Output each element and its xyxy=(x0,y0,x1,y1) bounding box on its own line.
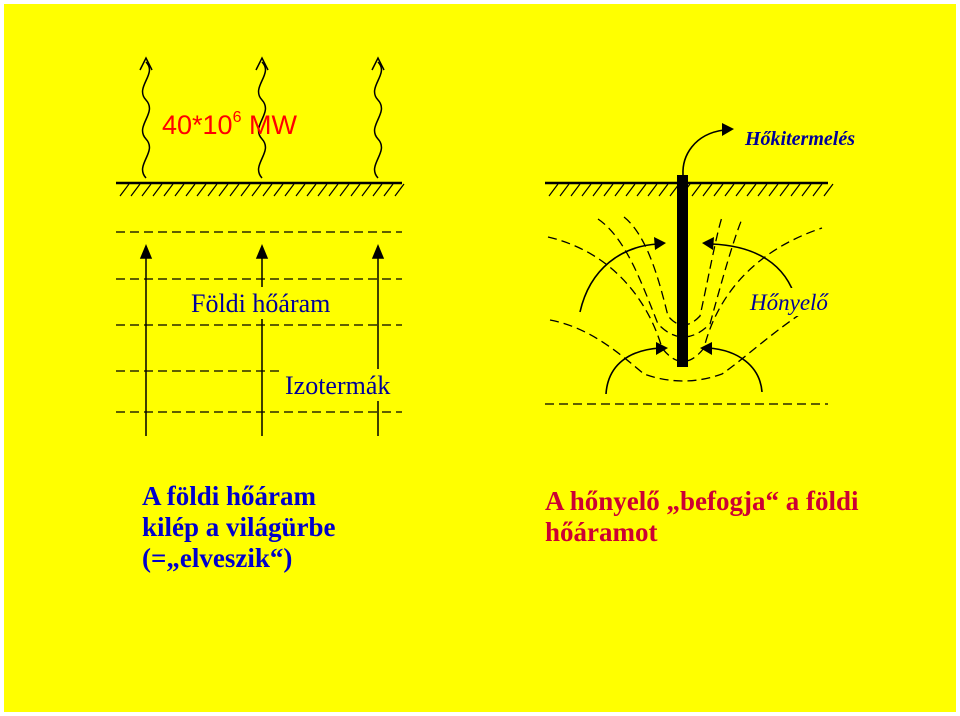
power-base: 40*10 xyxy=(162,110,233,140)
ground-surface-right xyxy=(545,181,834,197)
heat-absorber-label: Hőnyelő xyxy=(749,290,829,315)
power-label: 40*106 MW xyxy=(162,109,297,140)
heat-absorber-label-bg xyxy=(747,288,847,316)
caption-right: A hőnyelő „befogja“ a földi hőáramot xyxy=(545,486,945,548)
power-exponent: 6 xyxy=(233,109,242,126)
radiation-arrow-3 xyxy=(371,56,385,179)
caption-left: A földi hőáram kilép a világürbe (=„elve… xyxy=(142,481,472,574)
isotherm-label-bg xyxy=(282,369,412,401)
heat-flow-arrows xyxy=(139,244,385,436)
ground-surface-left xyxy=(116,181,405,197)
radiation-arrow-2 xyxy=(255,56,269,179)
left-panel: 40*106 MW xyxy=(116,56,412,436)
caption-left-line-3: (=„elveszik“) xyxy=(142,543,293,573)
caption-left-line-2: kilép a világürbe xyxy=(142,512,336,542)
heat-flow-label-bg xyxy=(186,287,360,319)
caption-right-line-2: hőáramot xyxy=(545,517,658,547)
isotherm-label: Izotermák xyxy=(285,371,390,400)
caption-right-line-1: A hőnyelő „befogja“ a földi xyxy=(545,486,859,516)
radiation-arrows xyxy=(139,56,385,179)
heat-flow-label: Földi hőáram xyxy=(191,289,330,318)
power-unit: MW xyxy=(241,110,297,140)
heat-sink-pipe xyxy=(677,175,688,367)
extraction-label: Hőkitermelés xyxy=(744,128,855,150)
caption-left-line-1: A földi hőáram xyxy=(142,481,317,511)
slide-background xyxy=(4,4,956,712)
extraction-arrow xyxy=(682,123,734,176)
radiation-arrow-1 xyxy=(139,56,153,179)
right-panel: Hőkitermelés Hőnyelő xyxy=(545,123,855,405)
